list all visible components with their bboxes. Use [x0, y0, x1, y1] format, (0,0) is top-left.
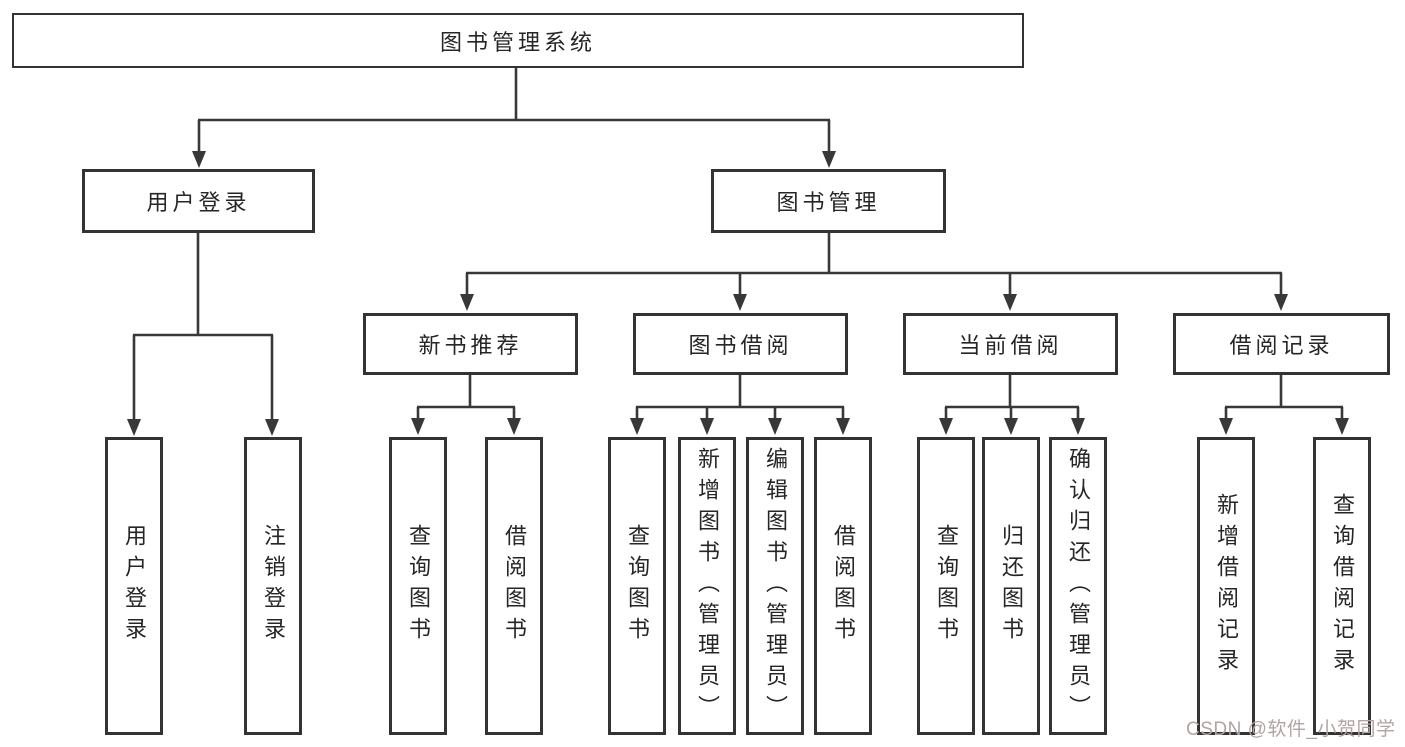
node-user-login: 用户登录 — [82, 169, 315, 233]
node-book-management-system: 图书管理系统 — [12, 13, 1024, 68]
leaf-records-add-borrow-record: 新增借阅记录 — [1197, 437, 1255, 735]
leaf-records-search-borrow-record: 查询借阅记录 — [1313, 437, 1371, 735]
leaf-recommend-search-books: 查询图书 — [389, 437, 447, 735]
csdn-watermark: CSDN @软件_小贺同学 — [1186, 719, 1396, 740]
leaf-borrowing-add-books-admin: 新增图书（管理员） — [678, 437, 736, 735]
node-current-borrowing: 当前借阅 — [903, 313, 1118, 375]
leaf-borrowing-borrow-books: 借阅图书 — [814, 437, 872, 735]
leaf-borrowing-edit-books-admin: 编辑图书（管理员） — [746, 437, 804, 735]
leaf-logout: 注销登录 — [244, 437, 302, 735]
leaf-current-return-books: 归还图书 — [982, 437, 1040, 735]
leaf-recommend-borrow-books: 借阅图书 — [485, 437, 543, 735]
leaf-user-login: 用户登录 — [105, 437, 163, 735]
node-book-management: 图书管理 — [711, 169, 946, 233]
node-book-borrowing: 图书借阅 — [633, 313, 848, 375]
leaf-borrowing-search-books: 查询图书 — [608, 437, 666, 735]
node-borrowing-records: 借阅记录 — [1173, 313, 1390, 375]
leaf-current-search-books: 查询图书 — [917, 437, 975, 735]
leaf-current-confirm-return-admin: 确认归还（管理员） — [1049, 437, 1107, 735]
node-new-book-recommendation: 新书推荐 — [363, 313, 578, 375]
